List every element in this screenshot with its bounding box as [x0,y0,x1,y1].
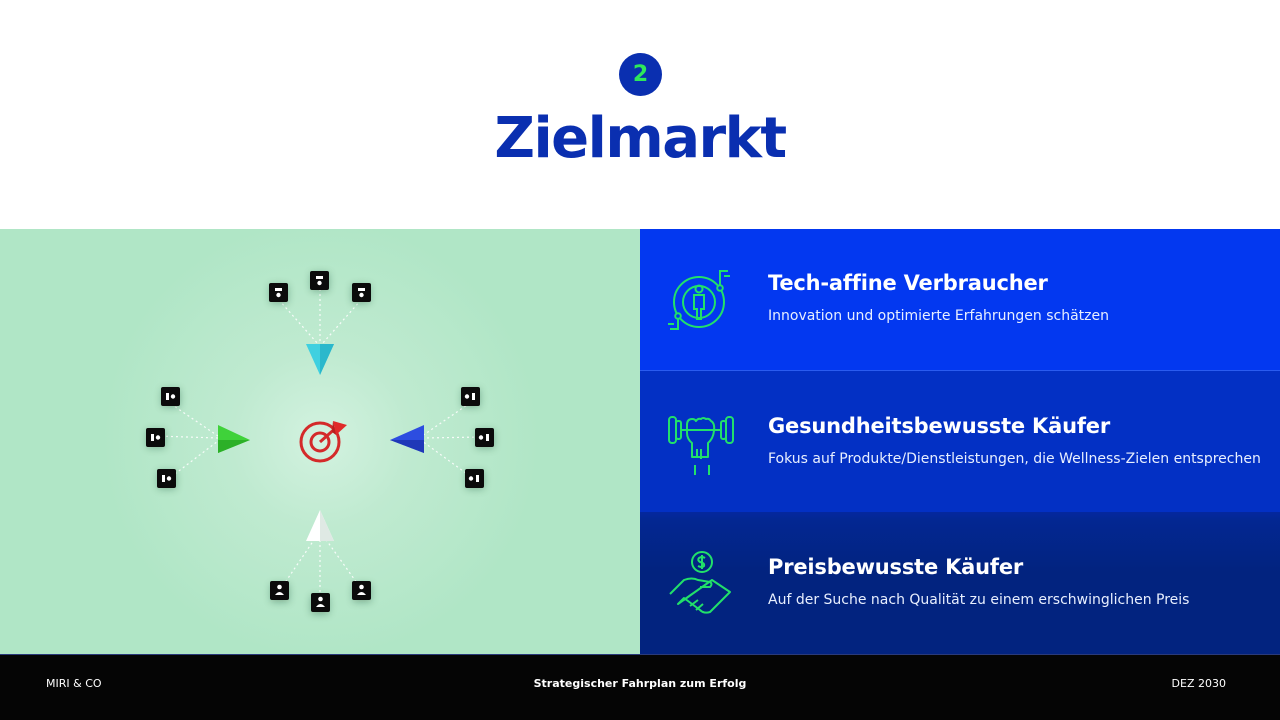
fist-dumbbell-icon [668,416,734,475]
top-nodes [269,271,371,302]
segment-health-conscious: Gesundheitsbewusste Käufer Fokus auf Pro… [640,370,1280,512]
slide-footer: MIRI & CO Strategischer Fahrplan zum Erf… [0,654,1280,720]
footer-company: MIRI & CO [46,677,102,690]
plane-up-white [306,510,334,541]
segment-price-conscious: Preisbewusste Käufer Auf der Suche nach … [640,512,1280,654]
segment-description: Fokus auf Produkte/Dienstleistungen, die… [768,451,1261,467]
slide-title: Zielmarkt [494,106,787,171]
target-dart-icon [299,421,347,463]
target-segments-list: Tech-affine Verbraucher Innovation und o… [640,229,1280,654]
segment-description: Innovation und optimierte Erfahrungen sc… [768,308,1110,324]
footer-presentation-title: Strategischer Fahrplan zum Erfolg [533,677,747,690]
segment-title: Preisbewusste Käufer [768,555,1024,579]
segment-tech-affine: Tech-affine Verbraucher Innovation und o… [640,229,1280,370]
plane-left-blue [390,425,424,453]
target-market-illustration [0,229,640,654]
left-nodes [146,387,180,488]
footer-date: DEZ 2030 [1171,677,1226,690]
bottom-nodes [270,581,371,612]
right-nodes [461,387,494,488]
person-cycle-icon [668,270,730,330]
segment-title: Tech-affine Verbraucher [768,271,1048,295]
plane-down-cyan [306,344,334,375]
section-number-badge: 2 [619,53,662,96]
handshake-dollar-icon [669,551,731,614]
slide-header: 2 Zielmarkt [0,0,1280,229]
segment-title: Gesundheitsbewusste Käufer [768,414,1110,438]
plane-right-green [218,425,250,453]
segment-description: Auf der Suche nach Qualität zu einem ers… [768,592,1190,608]
target-with-paper-planes-illustration [146,271,494,614]
